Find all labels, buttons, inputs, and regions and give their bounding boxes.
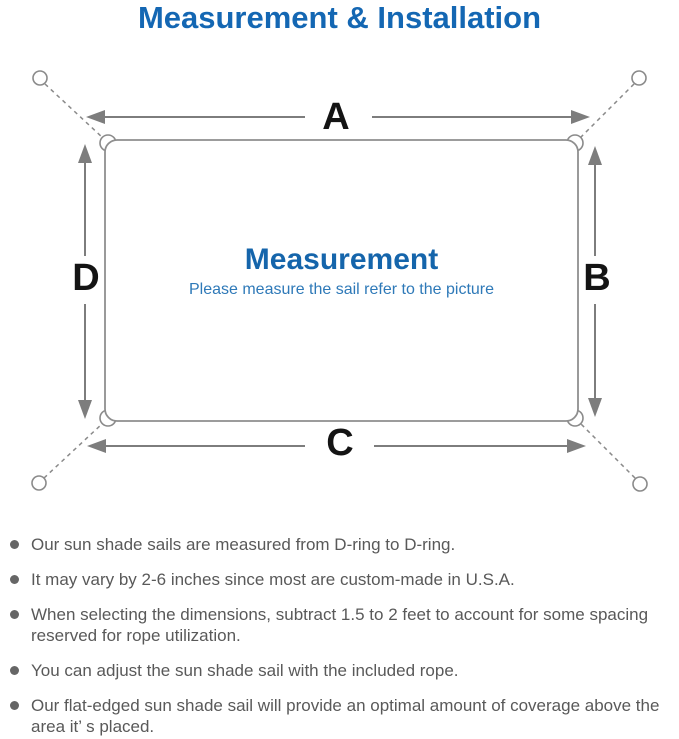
list-item: Our flat-edged sun shade sail will provi… [8, 695, 668, 737]
list-item: When selecting the dimensions, subtract … [8, 604, 668, 646]
note-text: You can adjust the sun shade sail with t… [31, 661, 459, 680]
dashed-tension-lines [43, 83, 636, 479]
measurement-heading: Measurement [244, 243, 439, 276]
bullet-dot-icon [10, 701, 19, 710]
measurement-subtitle: Please measure the sail refer to the pic… [188, 281, 495, 298]
page-title: Measurement & Installation [137, 0, 542, 35]
list-item: It may vary by 2-6 inches since most are… [8, 569, 668, 590]
dimension-arrow-d [78, 144, 92, 419]
dimension-label-a: A [322, 96, 350, 138]
anchor-point-circle [32, 70, 48, 86]
note-text: Our sun shade sails are measured from D-… [31, 535, 456, 554]
anchor-point-circle [31, 475, 47, 491]
note-text: When selecting the dimensions, subtract … [31, 605, 649, 645]
anchor-point-circles [31, 70, 648, 492]
dashed-tension-line [579, 83, 635, 139]
dimension-label-d: D [72, 257, 100, 299]
note-text: It may vary by 2-6 inches since most are… [31, 570, 515, 589]
anchor-point-circle [632, 476, 648, 492]
bullet-dot-icon [10, 610, 19, 619]
dimension-label-b: B [583, 257, 611, 299]
dimension-arrow-a [86, 110, 590, 124]
note-text: Our flat-edged sun shade sail will provi… [31, 696, 660, 736]
dimension-arrow-c [87, 439, 586, 453]
dashed-tension-line [579, 422, 636, 479]
dashed-tension-line [43, 422, 104, 479]
dashed-tension-line [44, 83, 104, 139]
bullet-dot-icon [10, 540, 19, 549]
dimension-arrow-b [588, 146, 602, 417]
list-item: Our sun shade sails are measured from D-… [8, 534, 668, 555]
dimension-label-c: C [326, 422, 354, 464]
notes-list: Our sun shade sails are measured from D-… [8, 534, 668, 739]
sail-center-caption: Measurement Please measure the sail refe… [105, 243, 578, 299]
bullet-dot-icon [10, 666, 19, 675]
sail-measurement-diagram [31, 70, 648, 492]
anchor-point-circle [631, 70, 647, 86]
list-item: You can adjust the sun shade sail with t… [8, 660, 668, 681]
bullet-dot-icon [10, 575, 19, 584]
sail-outline [104, 139, 579, 422]
